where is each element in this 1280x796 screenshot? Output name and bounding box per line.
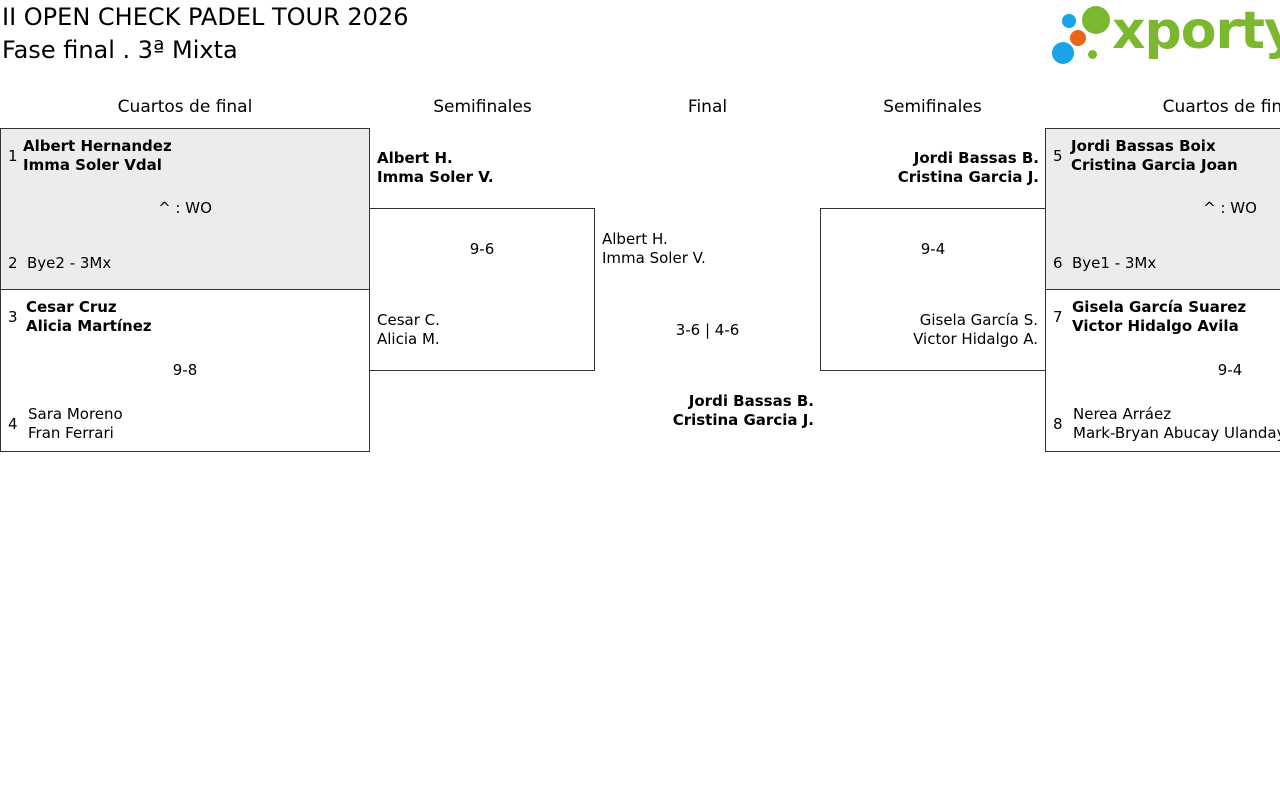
player-name: Gisela García S. (919, 311, 1038, 329)
player-name: Albert H. (377, 149, 453, 167)
tournament-title: II OPEN CHECK PADEL TOUR 2026 (2, 3, 409, 31)
team-names: Nerea Arráez Mark-Bryan Abucay Ulanday (1073, 405, 1280, 443)
col-final: Final (687, 97, 728, 117)
right-qf-match-2: 7 Gisela García Suarez Victor Hidalgo Av… (1045, 289, 1280, 452)
col-right-quarterfinals: Cuartos de final (1162, 97, 1280, 117)
right-qf-match-1: 5 Jordi Bassas Boix Cristina Garcia Joan… (1045, 128, 1280, 290)
team-names: Cesar Cruz Alicia Martínez (26, 298, 152, 336)
player-name: Cesar Cruz (26, 298, 117, 316)
seed-number: 1 (8, 147, 18, 165)
seed-number: 2 (8, 254, 18, 272)
seed-number: 7 (1053, 308, 1063, 326)
player-name: Imma Soler V. (602, 249, 706, 267)
player-name: Alicia M. (377, 330, 440, 348)
player-name: Albert Hernandez (23, 137, 172, 155)
player-name: Cesar C. (377, 311, 440, 329)
team-names: Gisela García Suarez Victor Hidalgo Avil… (1072, 298, 1246, 336)
logo-dot-green-small (1088, 50, 1097, 59)
phase-subtitle: Fase final . 3ª Mixta (2, 36, 238, 64)
logo-dot-orange (1070, 30, 1086, 46)
player-name: Alicia Martínez (26, 317, 152, 335)
logo-dot-blue (1052, 42, 1074, 64)
seed-number: 3 (8, 308, 18, 326)
left-qf-match-1: 1 Albert Hernandez Imma Soler Vdal ^ : W… (0, 128, 370, 290)
final-team-left: Albert H. Imma Soler V. (602, 230, 706, 268)
seed-number: 8 (1053, 415, 1063, 433)
player-name: Albert H. (602, 230, 668, 248)
match-score: 9-8 (172, 361, 198, 379)
team-names: Jordi Bassas Boix Cristina Garcia Joan (1071, 137, 1238, 175)
seed-number: 6 (1053, 254, 1063, 272)
final-score: 3-6 | 4-6 (675, 321, 740, 339)
player-name: Cristina Garcia Joan (1071, 156, 1238, 174)
left-sf-match: 9-6 Cesar C. Alicia M. (369, 208, 595, 371)
seed-number: 5 (1053, 147, 1063, 165)
team-names: Cesar C. Alicia M. (377, 311, 440, 349)
xporty-logo[interactable]: xporty (1052, 1, 1280, 66)
team-names: Sara Moreno Fran Ferrari (28, 405, 123, 443)
player-name: Jordi Bassas B. (913, 149, 1039, 167)
player-name: Cristina Garcia J. (897, 168, 1039, 186)
player-name: Fran Ferrari (28, 424, 114, 442)
match-score: 9-4 (920, 240, 946, 258)
match-score: 9-4 (1217, 361, 1243, 379)
col-right-semifinals: Semifinales (883, 97, 982, 117)
right-sf-team-top: Jordi Bassas B. Cristina Garcia J. (830, 149, 1039, 187)
player-name: Jordi Bassas B. (688, 392, 814, 410)
team-names: Gisela García S. Victor Hidalgo A. (829, 311, 1038, 349)
logo-wordmark: xporty (1112, 1, 1280, 61)
player-name: Sara Moreno (28, 405, 123, 423)
player-name: Victor Hidalgo Avila (1072, 317, 1239, 335)
logo-dot-green (1082, 6, 1110, 34)
left-qf-match-2: 3 Cesar Cruz Alicia Martínez 9-8 4 Sara … (0, 289, 370, 452)
match-score: 9-6 (469, 240, 495, 258)
team-names: Albert Hernandez Imma Soler Vdal (23, 137, 172, 175)
player-name: Gisela García Suarez (1072, 298, 1247, 316)
left-sf-team-top: Albert H. Imma Soler V. (377, 149, 494, 187)
col-left-quarterfinals: Cuartos de final (117, 97, 253, 117)
match-score: ^ : WO (158, 199, 212, 217)
seed-number: 4 (8, 415, 18, 433)
final-winner: Jordi Bassas B. Cristina Garcia J. (600, 392, 814, 430)
right-sf-match: 9-4 Gisela García S. Victor Hidalgo A. (820, 208, 1046, 371)
player-name: Cristina Garcia J. (672, 411, 814, 429)
player-name: Victor Hidalgo A. (913, 330, 1038, 348)
player-name: Jordi Bassas Boix (1071, 137, 1216, 155)
team-names: Bye2 - 3Mx (27, 254, 112, 272)
player-name: Nerea Arráez (1073, 405, 1172, 423)
player-name: Mark-Bryan Abucay Ulanday (1073, 424, 1280, 442)
logo-dot-blue-small (1062, 14, 1076, 28)
col-left-semifinals: Semifinales (433, 97, 532, 117)
team-names: Bye1 - 3Mx (1072, 254, 1157, 272)
player-name: Imma Soler V. (377, 168, 494, 186)
player-name: Imma Soler Vdal (23, 156, 162, 174)
match-score: ^ : WO (1203, 199, 1257, 217)
